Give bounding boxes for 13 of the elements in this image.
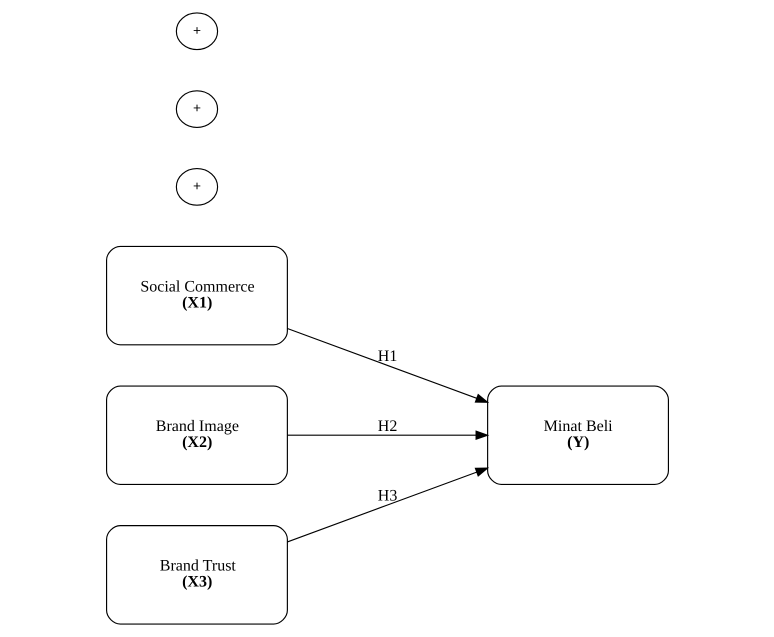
arrow bbox=[286, 430, 489, 440]
node-ellipse: + bbox=[175, 168, 218, 206]
node-ellipse: + bbox=[175, 12, 218, 50]
arrow bbox=[286, 468, 489, 542]
edge-label: H3 bbox=[377, 488, 397, 505]
node-box: Brand Trust (X3) bbox=[106, 525, 288, 625]
node-box: Minat Beli (Y) bbox=[486, 385, 668, 485]
node-box: Brand Image (X2) bbox=[106, 385, 288, 485]
edge-label: H2 bbox=[377, 418, 397, 435]
node-ellipse: + bbox=[175, 90, 218, 128]
arrow bbox=[286, 328, 489, 403]
edge-label: H1 bbox=[377, 348, 397, 366]
node-box: Social Commerce (X1) bbox=[106, 246, 288, 346]
